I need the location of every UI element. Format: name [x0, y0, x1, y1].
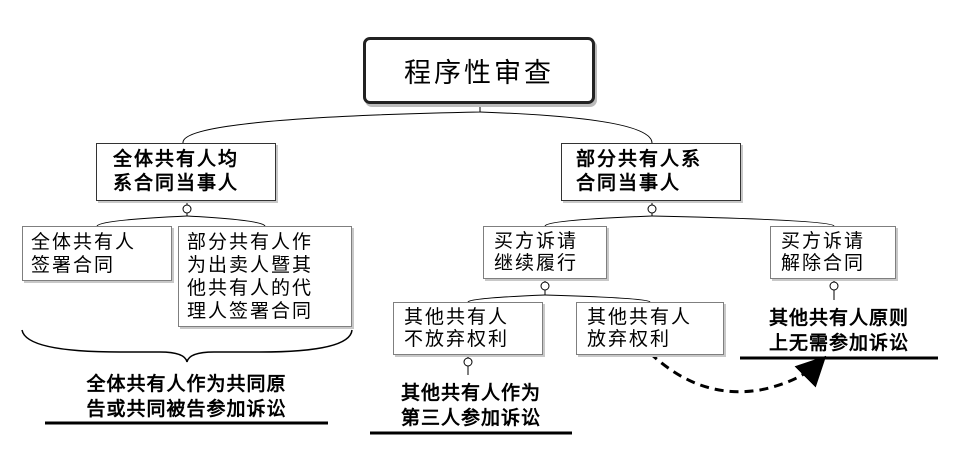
right-branch-handle — [647, 204, 657, 214]
node-all-sign-line-1: 全体共有人 — [31, 231, 137, 253]
outcome-joint-line-2: 告或共同被告参加诉讼 — [86, 398, 287, 420]
outcome-third-party: 其他共有人作为 第三人参加诉讼 — [370, 381, 572, 431]
node-rescind-line-2: 解除合同 — [781, 252, 866, 274]
branch-partial-coowners: 部分共有人系 合同当事人 — [561, 143, 741, 201]
branch-partial-line-2: 合同当事人 — [576, 172, 682, 194]
node-rescind-line-1: 买方诉请 — [781, 230, 866, 252]
outcome-joint-line-1: 全体共有人作为共同原 — [86, 373, 287, 395]
outcome-no-line-2: 上无需参加诉讼 — [768, 332, 909, 354]
node-not-waive-line-2: 不放弃权利 — [404, 328, 510, 350]
branch-all-line-2: 系合同当事人 — [113, 172, 240, 194]
node-all-sign: 全体共有人 签署合同 — [22, 226, 172, 281]
node-waive-line-2: 放弃权利 — [587, 328, 672, 350]
node-continue-performance: 买方诉请 继续履行 — [483, 226, 607, 279]
node-agent-sign: 部分共有人作 为出卖人暨其 他共有人的代 理人签署合同 — [178, 226, 352, 327]
node-waive-line-1: 其他共有人 — [587, 306, 693, 328]
root-connector-right — [479, 111, 653, 144]
node-not-waive-line-1: 其他共有人 — [404, 306, 510, 328]
node-rescind-contract: 买方诉请 解除合同 — [770, 226, 896, 279]
node-agent-sign-line-3: 他共有人的代 — [187, 277, 314, 299]
node-not-waive: 其他共有人 不放弃权利 — [393, 302, 543, 355]
branch-all-line-1: 全体共有人均 — [113, 148, 240, 170]
performance-handle — [540, 281, 550, 291]
node-agent-sign-line-4: 理人签署合同 — [187, 300, 314, 322]
outcome-no-participation: 其他共有人原则 上无需参加诉讼 — [740, 306, 938, 356]
node-continue-line-2: 继续履行 — [494, 252, 579, 274]
not-waive-handle — [463, 357, 473, 367]
root-label: 程序性审查 — [404, 58, 554, 89]
root-node: 程序性审查 — [363, 37, 595, 104]
branch-all-coowners: 全体共有人均 系合同当事人 — [96, 143, 276, 201]
node-agent-sign-line-2: 为出卖人暨其 — [187, 254, 314, 276]
node-continue-line-1: 买方诉请 — [494, 230, 579, 252]
dashed-arrow — [648, 351, 827, 394]
node-all-sign-line-2: 签署合同 — [31, 254, 116, 276]
root-connector — [182, 104, 481, 144]
outcome-third-line-1: 其他共有人作为 — [400, 382, 541, 404]
node-agent-sign-line-1: 部分共有人作 — [187, 231, 314, 253]
outcome-joint-litigation: 全体共有人作为共同原 告或共同被告参加诉讼 — [45, 372, 328, 422]
left-branch-handle — [182, 204, 192, 214]
node-waive: 其他共有人 放弃权利 — [576, 302, 724, 355]
left-brace — [21, 329, 353, 363]
rescind-handle — [829, 281, 839, 291]
branch-partial-line-1: 部分共有人系 — [576, 148, 703, 170]
outcome-no-line-1: 其他共有人原则 — [768, 307, 909, 329]
outcome-third-line-2: 第三人参加诉讼 — [400, 407, 541, 429]
